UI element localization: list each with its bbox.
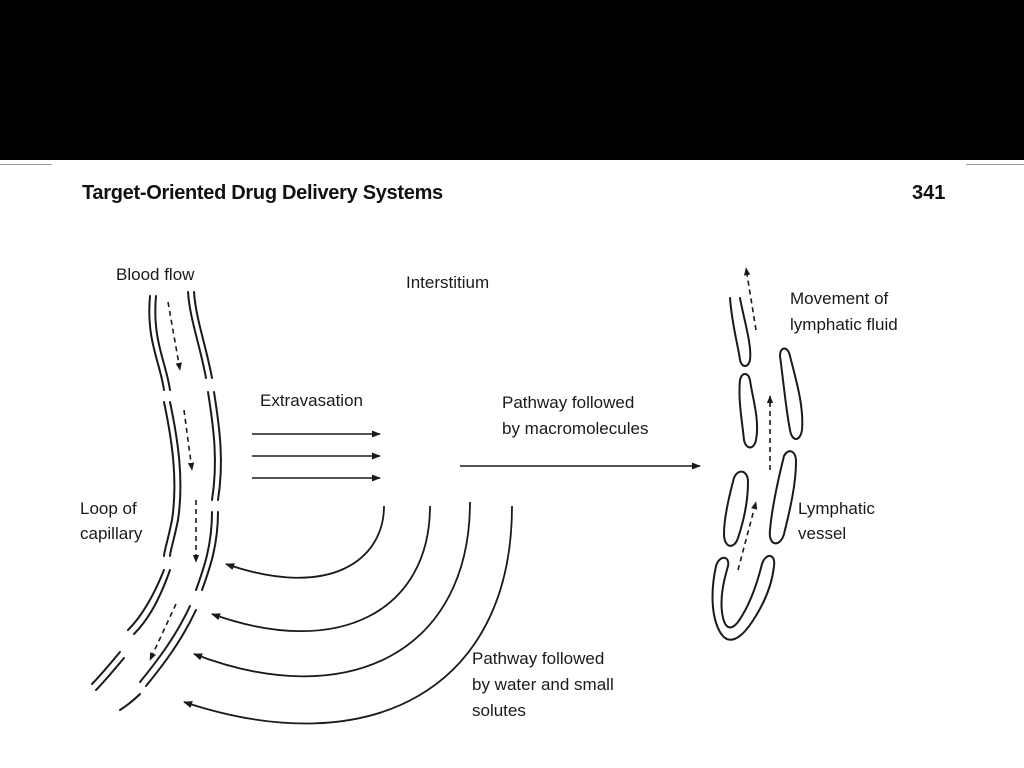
capillary-loop <box>91 291 222 711</box>
blood-flow-arrow <box>183 409 195 471</box>
capillary-wall-segment <box>163 401 176 557</box>
lymphatic-wall-segment <box>778 347 804 440</box>
capillary-wall-segment <box>148 295 165 391</box>
capillary-wall-segment <box>195 511 213 591</box>
label-water-pathway-line3: solutes <box>472 701 526 720</box>
capillary-wall-segment <box>95 657 125 691</box>
capillary-wall-segment <box>127 569 165 631</box>
lymphatic-wall-segment <box>768 450 798 545</box>
label-blood-flow: Blood flow <box>116 265 195 284</box>
lymphatic-flow-arrows <box>737 267 774 571</box>
capillary-wall-segment <box>207 391 216 501</box>
page-edge-line-right <box>966 164 1024 165</box>
label-capillary-line2: capillary <box>80 524 143 543</box>
lymphatic-flow-arrow <box>737 501 758 571</box>
blood-flow-arrow <box>167 301 182 371</box>
label-lymphatic-movement-line1: Movement of <box>790 289 889 308</box>
lymphatic-wall-segment <box>722 470 750 547</box>
label-extravasation: Extravasation <box>260 391 363 410</box>
water-return-arcs <box>183 501 513 725</box>
page-number: 341 <box>912 182 946 204</box>
capillary-wall-segment <box>193 291 213 379</box>
lymphatic-wall-segment <box>738 373 759 449</box>
lymphatic-flow-arrow <box>743 267 757 331</box>
water-return-arc <box>211 505 431 633</box>
capillary-wall-segment <box>154 295 171 391</box>
capillary-wall-segment <box>139 605 191 683</box>
label-capillary-line1: Loop of <box>80 499 137 518</box>
book-page <box>0 160 1024 768</box>
capillary-wall-segment <box>145 609 197 687</box>
top-black-band <box>0 0 1024 160</box>
lymphatic-wall-segment <box>729 297 752 367</box>
label-water-pathway-line2: by water and small <box>472 675 614 694</box>
running-head: Target-Oriented Drug Delivery Systems <box>82 182 443 204</box>
water-return-arc <box>193 501 471 678</box>
lymphatic-vessel <box>711 297 804 641</box>
label-lymphatic-vessel-line2: vessel <box>798 524 847 543</box>
label-lymphatic-movement-line2: lymphatic fluid <box>790 315 898 334</box>
capillary-wall-segment <box>213 391 222 501</box>
label-macromolecule-pathway-line1: Pathway followed <box>502 393 635 412</box>
water-return-arc <box>183 505 513 725</box>
capillary-wall-segment <box>133 569 171 635</box>
capillary-wall-segment <box>187 291 207 379</box>
label-interstitium: Interstitium <box>406 273 490 292</box>
water-return-arc <box>225 505 385 579</box>
label-lymphatic-vessel-line1: Lymphatic <box>798 499 875 518</box>
blood-flow-arrow <box>149 603 177 661</box>
capillary-wall-segment <box>91 651 121 685</box>
lymphatic-wall-segment <box>711 555 776 641</box>
capillary-wall-segment <box>201 511 219 591</box>
capillary-wall-segment <box>169 401 182 557</box>
capillary-wall-segment <box>119 693 141 711</box>
blood-flow-arrows <box>149 301 200 661</box>
extravasation-arrows <box>252 430 381 482</box>
label-macromolecule-pathway-line2: by macromolecules <box>502 419 649 438</box>
page-edge-line-left <box>0 164 52 165</box>
label-water-pathway-line1: Pathway followed <box>472 649 605 668</box>
